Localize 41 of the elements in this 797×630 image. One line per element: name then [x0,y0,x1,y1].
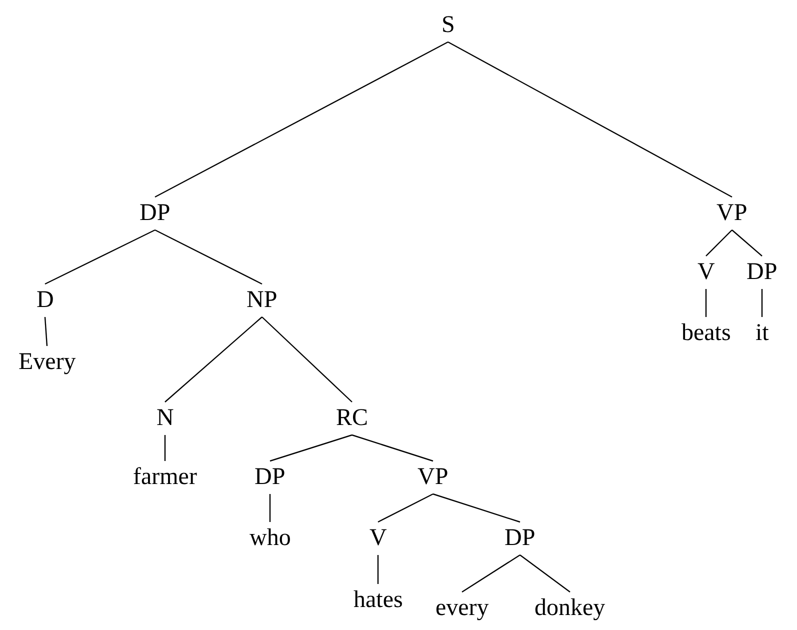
tree-node-label: DP [140,200,170,226]
tree-node-label: who [250,525,291,551]
tree-branch-line [352,434,434,462]
tree-node-label: donkey [534,595,606,621]
tree-branch-line [164,435,166,461]
tree-node-label: farmer [133,464,197,490]
tree-branch-line [432,493,520,523]
tree-branch-line [270,434,352,462]
tree-branch-line [448,41,732,198]
tree-branch-line [705,289,707,317]
tree-node-label: RC [336,405,368,431]
tree-node-label: V [370,525,387,551]
tree-branch-line [269,494,271,522]
tree-branch-line [44,316,48,346]
tree-node-label: VP [418,464,448,490]
tree-branch-line [262,316,352,402]
tree-node-label: V [698,259,715,285]
tree-branch-line [377,555,379,584]
tree-node-label: DP [254,464,286,490]
tree-node-label: hates [354,587,403,613]
tree-branch-line [462,554,520,592]
tree-branch-line [706,230,732,256]
tree-node-label: NP [246,287,278,313]
tree-branch-line [732,230,762,256]
tree-node-label: DP [746,259,778,285]
tree-node-label: DP [504,525,536,551]
tree-branch-line [154,41,448,198]
tree-branch-line [154,229,262,285]
tree-node-label: every [436,595,489,621]
tree-branch-line [761,289,763,317]
tree-branch-line [520,554,570,592]
tree-node-label: it [756,320,769,346]
tree-branch-line [378,493,434,523]
tree-branch-line [44,229,156,285]
tree-node-label: N [156,405,174,431]
tree-node-label: beats [682,320,731,346]
tree-node-label: Every [18,349,76,375]
tree-node-label: S [442,12,455,38]
tree-node-label: VP [716,200,748,226]
tree-branch-line [164,316,262,402]
tree-node-label: D [36,287,54,313]
